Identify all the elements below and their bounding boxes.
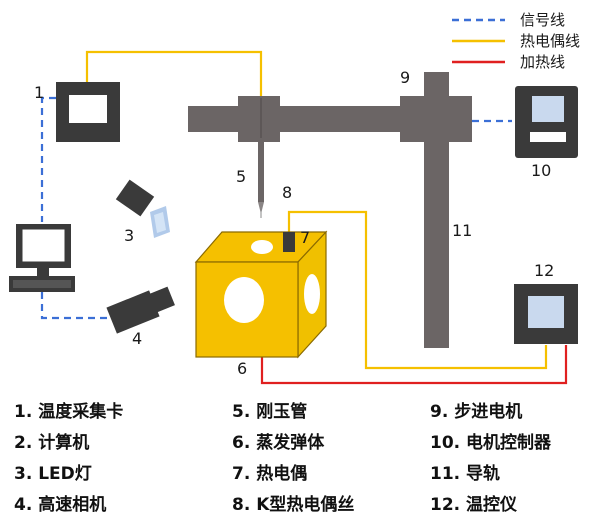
caption-4: 4. 高速相机: [14, 495, 107, 515]
label-11: 11: [452, 221, 472, 240]
signal-line-computer-camera: [40, 292, 108, 320]
caption-5: 5. 刚玉管: [232, 402, 308, 422]
motor-controller: [515, 86, 578, 158]
thermocouple-line-to-controller: [287, 210, 548, 370]
evaporation-body: [194, 230, 328, 359]
legend-thermocouple-label: 热电偶线: [520, 32, 580, 50]
caption-2: 2. 计算机: [14, 433, 90, 453]
caption-1: 1. 温度采集卡: [14, 402, 124, 422]
temperature-controller: [514, 284, 578, 344]
label-1: 1: [34, 83, 44, 102]
legend-signal-label: 信号线: [520, 11, 565, 29]
label-10: 10: [531, 161, 551, 180]
legend: 信号线 热电偶线 加热线: [452, 11, 580, 71]
label-8: 8: [282, 183, 292, 202]
signal-lines: [40, 96, 512, 320]
label-4: 4: [132, 329, 142, 348]
caption-3: 3. LED灯: [14, 464, 92, 484]
corundum-tube: [258, 142, 264, 214]
label-3: 3: [124, 226, 134, 245]
heating-line: [260, 345, 568, 385]
horizontal-arm: [188, 96, 472, 142]
caption-6: 6. 蒸发弹体: [232, 433, 325, 453]
thermocouple-line-card-to-wire: [85, 50, 263, 96]
caption-9: 9. 步进电机: [430, 402, 523, 422]
signal-line-card-computer: [40, 96, 56, 222]
thermocouple-lines: [85, 50, 548, 370]
label-5: 5: [236, 167, 246, 186]
legend-heating-label: 加热线: [520, 53, 565, 71]
label-6: 6: [237, 359, 247, 378]
label-12: 12: [534, 261, 554, 280]
label-9: 9: [400, 68, 410, 87]
number-labels: 1 3 4 5 6 7 8 9 10 11 12: [34, 68, 554, 378]
caption-8: 8. K型热电偶丝: [232, 495, 355, 515]
caption-7: 7. 热电偶: [232, 464, 308, 484]
caption-12: 12. 温控仪: [430, 495, 518, 515]
temperature-acquisition-card: [56, 82, 120, 142]
computer: [9, 224, 75, 292]
high-speed-camera: [106, 286, 175, 334]
led-lamp: [115, 179, 170, 238]
caption-10: 10. 电机控制器: [430, 433, 552, 453]
captions: 1. 温度采集卡 2. 计算机 3. LED灯 4. 高速相机 5. 刚玉管 6…: [0, 395, 604, 520]
thermocouple: [283, 232, 295, 252]
caption-11: 11. 导轨: [430, 464, 501, 484]
label-7: 7: [300, 228, 310, 247]
